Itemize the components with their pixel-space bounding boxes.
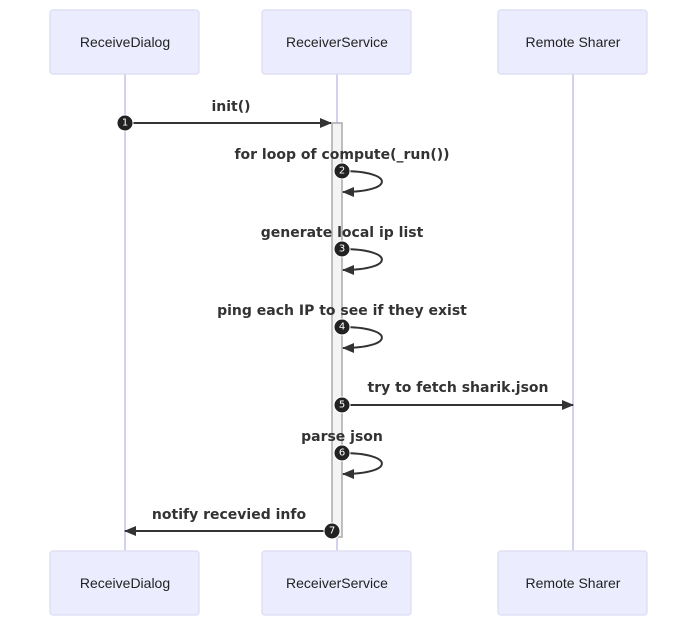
actor-bottom-receiver-service[interactable]: ReceiverService — [261, 550, 412, 616]
actor-label: ReceiveDialog — [80, 34, 170, 50]
message-label: parse json — [301, 429, 383, 445]
sequence-number: 6 — [339, 448, 345, 459]
sequence-number-badge — [333, 444, 351, 462]
self-message-arrow — [341, 170, 383, 197]
sequence-number: 2 — [339, 166, 345, 177]
sequence-number-badge — [323, 522, 341, 540]
sequence-number-badge — [333, 240, 351, 258]
sequence-number: 5 — [339, 400, 345, 411]
message-5: try to fetch sharik.json 5 — [333, 380, 574, 414]
actor-label: ReceiverService — [286, 34, 388, 50]
actor-bottom-receive-dialog[interactable]: ReceiveDialog — [49, 550, 200, 616]
message-label: generate local ip list — [261, 225, 424, 241]
sequence-number-badge — [333, 162, 351, 180]
message-7: notify recevied info 7 — [124, 507, 341, 540]
message-label: for loop of compute(_run()) — [234, 147, 449, 163]
actor-label: ReceiveDialog — [80, 575, 170, 591]
sequence-number-badge — [333, 396, 351, 414]
actor-label: ReceiverService — [286, 575, 388, 591]
self-message-arrow — [341, 326, 383, 353]
message-label: try to fetch sharik.json — [368, 380, 549, 396]
message-2: for loop of compute(_run()) 2 — [234, 147, 450, 197]
sequence-number: 4 — [339, 322, 345, 333]
message-4: ping each IP to see if they exist 4 — [217, 303, 467, 353]
actor-label: Remote Sharer — [526, 575, 621, 591]
self-message-arrow — [341, 248, 383, 275]
message-6: parse json 6 — [301, 429, 383, 479]
actor-top-remote-sharer[interactable]: Remote Sharer — [497, 9, 648, 75]
message-1: init() 1 — [116, 99, 332, 132]
sequence-number: 7 — [329, 526, 335, 537]
message-label: notify recevied info — [152, 507, 307, 523]
message-3: generate local ip list 3 — [261, 225, 424, 275]
message-label: ping each IP to see if they exist — [217, 303, 467, 319]
self-message-arrow — [341, 452, 383, 479]
sequence-number: 1 — [122, 118, 128, 129]
actor-bottom-remote-sharer[interactable]: Remote Sharer — [497, 550, 648, 616]
actor-label: Remote Sharer — [526, 34, 621, 50]
sequence-number-badge — [333, 318, 351, 336]
message-label: init() — [211, 99, 250, 115]
sequence-number: 3 — [339, 244, 345, 255]
sequence-number-badge — [116, 114, 134, 132]
actor-top-receive-dialog[interactable]: ReceiveDialog — [49, 9, 200, 75]
actor-top-receiver-service[interactable]: ReceiverService — [261, 9, 412, 75]
